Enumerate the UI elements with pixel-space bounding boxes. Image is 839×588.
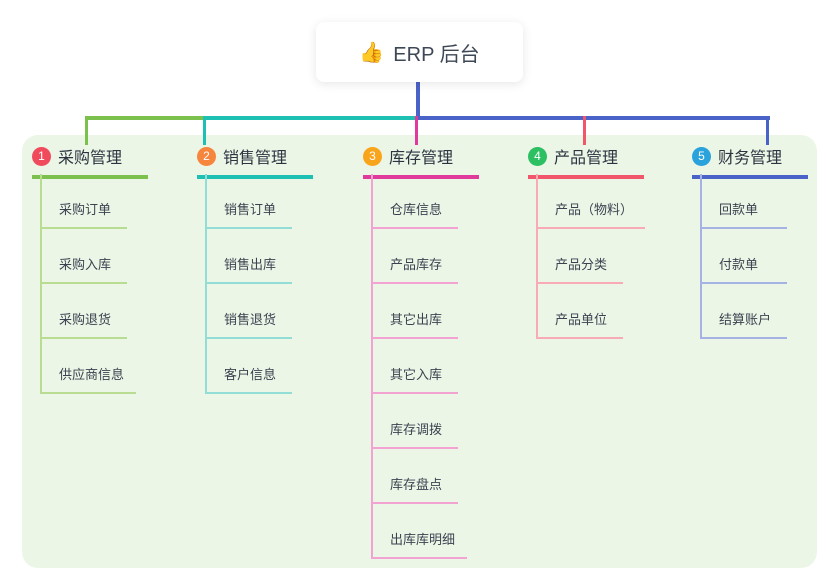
root-connector-line — [416, 82, 420, 116]
branches-panel — [22, 135, 817, 568]
node-payment-slip[interactable]: 付款单 — [702, 229, 787, 284]
node-product-material[interactable]: 产品（物料） — [538, 174, 646, 229]
branch-inventory[interactable]: 3 库存管理 — [363, 144, 479, 179]
node-purchase-inbound[interactable]: 采购入库 — [42, 229, 127, 284]
badge-2-icon: 2 — [197, 146, 216, 166]
node-receipt-slip[interactable]: 回款单 — [702, 174, 787, 229]
root-node-erp[interactable]: 👍 ERP 后台 — [316, 22, 523, 82]
node-customer-info[interactable]: 客户信息 — [207, 339, 292, 394]
node-other-outbound[interactable]: 其它出库 — [373, 284, 458, 339]
drop-line-sales — [203, 116, 206, 145]
inventory-items-column: 仓库信息 产品库存 其它出库 其它入库 库存调拨 库存盘点 出库库明细 — [371, 174, 468, 559]
node-outbound-detail[interactable]: 出库库明细 — [373, 504, 468, 559]
purchase-items-column: 采购订单 采购入库 采购退货 供应商信息 — [40, 174, 137, 394]
badge-1-icon: 1 — [32, 146, 51, 166]
branch-finance-label: 财务管理 — [718, 150, 783, 167]
drop-line-inventory — [415, 116, 418, 145]
drop-line-finance — [766, 116, 769, 145]
node-sales-return[interactable]: 销售退货 — [207, 284, 292, 339]
thumbs-up-icon: 👍 — [359, 41, 385, 64]
node-sales-order[interactable]: 销售订单 — [207, 174, 292, 229]
branch-inventory-label: 库存管理 — [389, 150, 454, 167]
drop-line-purchase — [85, 116, 88, 145]
badge-4-icon: 4 — [528, 146, 547, 166]
node-stock-transfer[interactable]: 库存调拨 — [373, 394, 458, 449]
node-stock-count[interactable]: 库存盘点 — [373, 449, 458, 504]
branch-product-label: 产品管理 — [554, 150, 619, 167]
sales-items-column: 销售订单 销售出库 销售退货 客户信息 — [205, 174, 292, 394]
node-product-stock[interactable]: 产品库存 — [373, 229, 458, 284]
branch-sales-label: 销售管理 — [223, 150, 288, 167]
root-title: ERP 后台 — [393, 43, 480, 66]
node-purchase-order[interactable]: 采购订单 — [42, 174, 127, 229]
node-product-unit[interactable]: 产品单位 — [538, 284, 623, 339]
branch-purchase-label: 采购管理 — [58, 150, 123, 167]
horizontal-connector-blue — [417, 116, 770, 120]
drop-line-product — [583, 116, 586, 145]
node-sales-outbound[interactable]: 销售出库 — [207, 229, 292, 284]
horizontal-connector-green — [85, 116, 205, 120]
branch-sales[interactable]: 2 销售管理 — [197, 144, 313, 179]
node-other-inbound[interactable]: 其它入库 — [373, 339, 458, 394]
badge-3-icon: 3 — [363, 146, 382, 166]
finance-items-column: 回款单 付款单 结算账户 — [700, 174, 787, 339]
node-product-category[interactable]: 产品分类 — [538, 229, 623, 284]
badge-5-icon: 5 — [692, 146, 711, 166]
node-settlement-account[interactable]: 结算账户 — [702, 284, 787, 339]
product-items-column: 产品（物料） 产品分类 产品单位 — [536, 174, 646, 339]
node-warehouse-info[interactable]: 仓库信息 — [373, 174, 458, 229]
horizontal-connector-teal — [203, 116, 417, 120]
node-purchase-return[interactable]: 采购退货 — [42, 284, 127, 339]
branch-finance[interactable]: 5 财务管理 — [692, 144, 808, 179]
node-supplier-info[interactable]: 供应商信息 — [42, 339, 137, 394]
branch-product[interactable]: 4 产品管理 — [528, 144, 644, 179]
branch-purchase[interactable]: 1 采购管理 — [32, 144, 148, 179]
